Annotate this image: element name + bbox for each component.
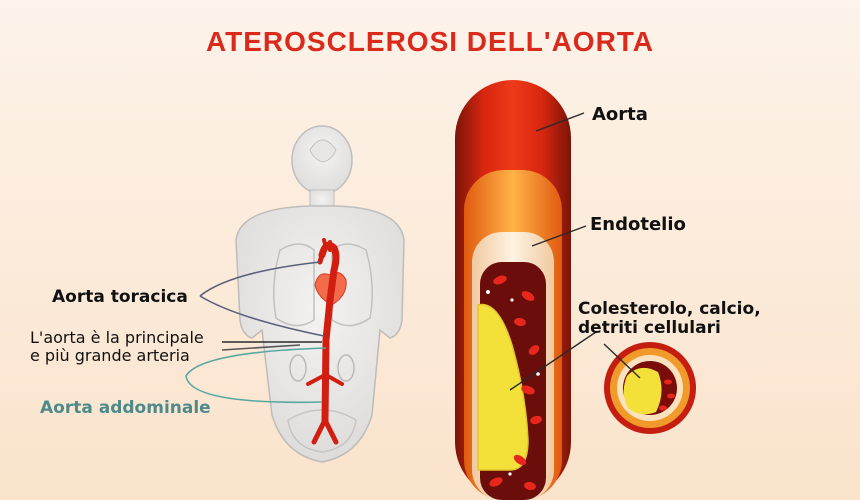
artery-cross-section: [604, 342, 696, 434]
diagram-title: ATEROSCLEROSI DELL'AORTA: [205, 26, 655, 57]
label-aorta-toracica: Aorta toracica: [52, 287, 188, 307]
label-colesterolo-line1: Colesterolo, calcio,: [578, 299, 761, 319]
label-colesterolo-line2: detriti cellulari: [578, 318, 721, 338]
label-colesterolo: Colesterolo, calcio, detriti cellulari: [578, 300, 761, 338]
label-aorta-addominale: Aorta addominale: [40, 398, 211, 418]
plaque: [477, 303, 529, 471]
section-leader-lines: [509, 112, 641, 391]
label-principale-line2: e più grande arteria: [30, 346, 190, 365]
label-principale-line1: L'aorta è la principale: [30, 328, 204, 347]
label-aorta-principale: L'aorta è la principale e più grande art…: [30, 329, 204, 365]
body-leader-lines: [185, 261, 327, 404]
human-body: [235, 125, 405, 463]
blood-cells: [486, 275, 542, 491]
artery-section: [455, 80, 571, 500]
label-endotelio: Endotelio: [590, 214, 686, 235]
label-aorta: Aorta: [592, 104, 648, 125]
body-aorta: [306, 238, 344, 445]
